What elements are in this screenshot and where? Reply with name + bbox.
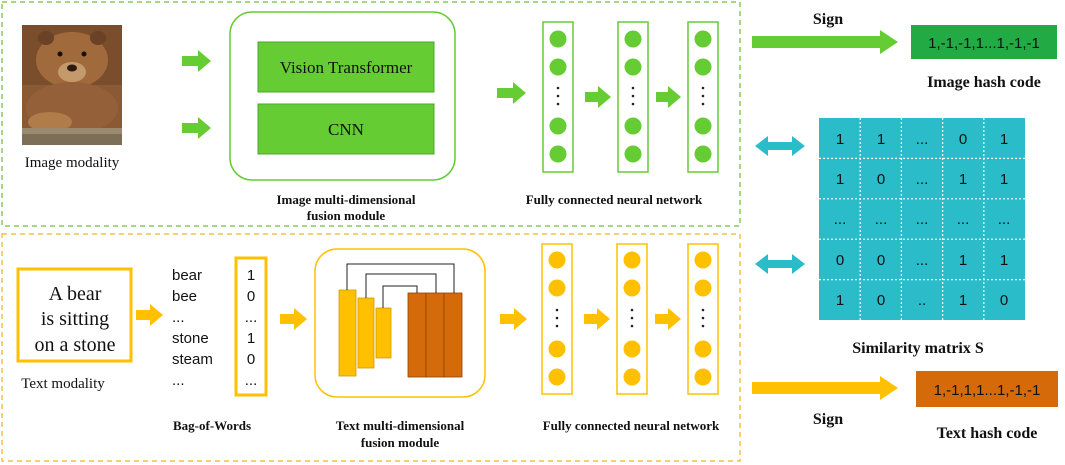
- arrow-image-fusion-to-fc: [497, 82, 526, 104]
- bow-word: ...: [172, 309, 185, 326]
- arrow-image-input-bottom: [182, 117, 211, 139]
- matrix-cell: 1: [836, 292, 844, 309]
- matrix-cell: 1: [959, 171, 967, 188]
- matrix-cell: 1: [836, 171, 844, 188]
- text-fusion-bar: [443, 292, 463, 378]
- double-arrow-text-matrix: [755, 254, 805, 274]
- text-modality-label: Text modality: [21, 376, 105, 392]
- arrow-image-input-top: [182, 50, 211, 72]
- bear-image: [22, 25, 122, 145]
- bow-value: ...: [245, 372, 258, 389]
- image-modality-label: Image modality: [25, 155, 120, 171]
- similarity-matrix: 1 1 ... 0 1 1 0 ... 1 1 ... ... ... ... …: [819, 118, 1025, 320]
- bow-word: bee: [172, 288, 197, 305]
- matrix-cell: 1: [959, 252, 967, 269]
- text-hash-code: 1,-1,1,1...1,-1,-1: [934, 382, 1041, 399]
- bow-value: 1: [247, 267, 255, 284]
- matrix-cell: ...: [916, 211, 929, 228]
- text-fusion-network: [338, 263, 463, 378]
- text-fusion-bar: [375, 307, 392, 359]
- arrow-image-sign: [752, 30, 898, 54]
- arrow-text-fc-1-2: [584, 308, 610, 330]
- matrix-cell: ...: [916, 171, 929, 188]
- image-fc-network: [542, 21, 719, 173]
- image-hash-code-box: [911, 25, 1057, 59]
- text-fusion-bar: [338, 289, 357, 377]
- matrix-cell: ...: [916, 252, 929, 269]
- matrix-cell: 0: [877, 292, 885, 309]
- arrow-image-fc-1-2: [585, 86, 611, 108]
- matrix-cell: ...: [916, 131, 929, 148]
- matrix-cell: 1: [1000, 171, 1008, 188]
- image-hash-code: 1,-1,-1,1...1,-1,-1: [928, 35, 1040, 52]
- vit-block: [257, 41, 435, 93]
- text-fusion-caption-2: fusion module: [361, 435, 440, 450]
- bow-word: bear: [172, 267, 202, 284]
- image-fusion-caption-1: Image multi-dimensional: [276, 192, 415, 207]
- arrow-text-input: [136, 304, 163, 326]
- matrix-cell: 1: [1000, 131, 1008, 148]
- text-fusion-bar: [425, 292, 445, 378]
- bow-word: stone: [172, 330, 209, 347]
- bow-word: ...: [172, 372, 185, 389]
- matrix-cell: 1: [877, 131, 885, 148]
- matrix-cell: 0: [877, 252, 885, 269]
- arrow-bow-to-fusion: [280, 308, 307, 330]
- image-fusion-caption-2: fusion module: [307, 208, 386, 223]
- image-hash-caption: Image hash code: [927, 74, 1041, 91]
- text-fc-network: [541, 243, 719, 395]
- matrix-cell: ..: [918, 292, 926, 309]
- text-branch-panel: [1, 233, 741, 462]
- matrix-cell: ...: [875, 211, 888, 228]
- matrix-cell: ...: [834, 211, 847, 228]
- bow-value: 0: [247, 288, 255, 305]
- matrix-cell: 1: [959, 292, 967, 309]
- bow-word: steam: [172, 351, 213, 368]
- matrix-cell: ...: [998, 211, 1011, 228]
- matrix-cell: 0: [1000, 292, 1008, 309]
- text-sign-label: Sign: [813, 411, 843, 428]
- image-sign-label: Sign: [813, 11, 843, 28]
- cnn-block: [257, 103, 435, 155]
- bow-value: ...: [245, 309, 258, 326]
- arrow-text-fusion-to-fc: [500, 308, 527, 330]
- matrix-cell: ...: [957, 211, 970, 228]
- matrix-cell: 0: [877, 171, 885, 188]
- bow-value: 1: [247, 330, 255, 347]
- text-hash-code-box: [916, 371, 1058, 407]
- image-fc-caption: Fully connected neural network: [526, 192, 703, 207]
- text-fc-caption: Fully connected neural network: [543, 418, 720, 433]
- vit-label: Vision Transformer: [280, 58, 413, 77]
- image-fusion-module: [229, 11, 456, 181]
- matrix-cell: 1: [836, 131, 844, 148]
- bow-caption: Bag-of-Words: [173, 418, 251, 433]
- cnn-label: CNN: [328, 120, 364, 139]
- double-arrow-image-matrix: [755, 136, 805, 156]
- sentence-line-3: on a stone: [34, 334, 115, 356]
- arrow-image-fc-2-3: [656, 86, 681, 108]
- arrow-text-fc-2-3: [655, 308, 681, 330]
- matrix-cell: 0: [959, 131, 967, 148]
- similarity-caption: Similarity matrix S: [852, 340, 984, 357]
- image-branch-panel: [1, 1, 741, 227]
- matrix-cell: 1: [1000, 252, 1008, 269]
- text-fusion-caption-1: Text multi-dimensional: [336, 418, 465, 433]
- bag-of-words: bear bee ... stone steam ... 1 0 ... 1 0…: [172, 256, 268, 397]
- arrow-text-sign: [752, 376, 898, 400]
- bow-value: 0: [247, 351, 255, 368]
- matrix-cell: 0: [836, 252, 844, 269]
- text-fusion-bar: [357, 297, 375, 369]
- sentence-box: [16, 267, 133, 363]
- sentence-line-1: A bear: [49, 283, 102, 305]
- text-hash-caption: Text hash code: [937, 425, 1038, 442]
- bow-vector-box: [234, 256, 268, 397]
- sentence-line-2: is sitting: [41, 308, 109, 330]
- text-fusion-bar: [407, 292, 427, 378]
